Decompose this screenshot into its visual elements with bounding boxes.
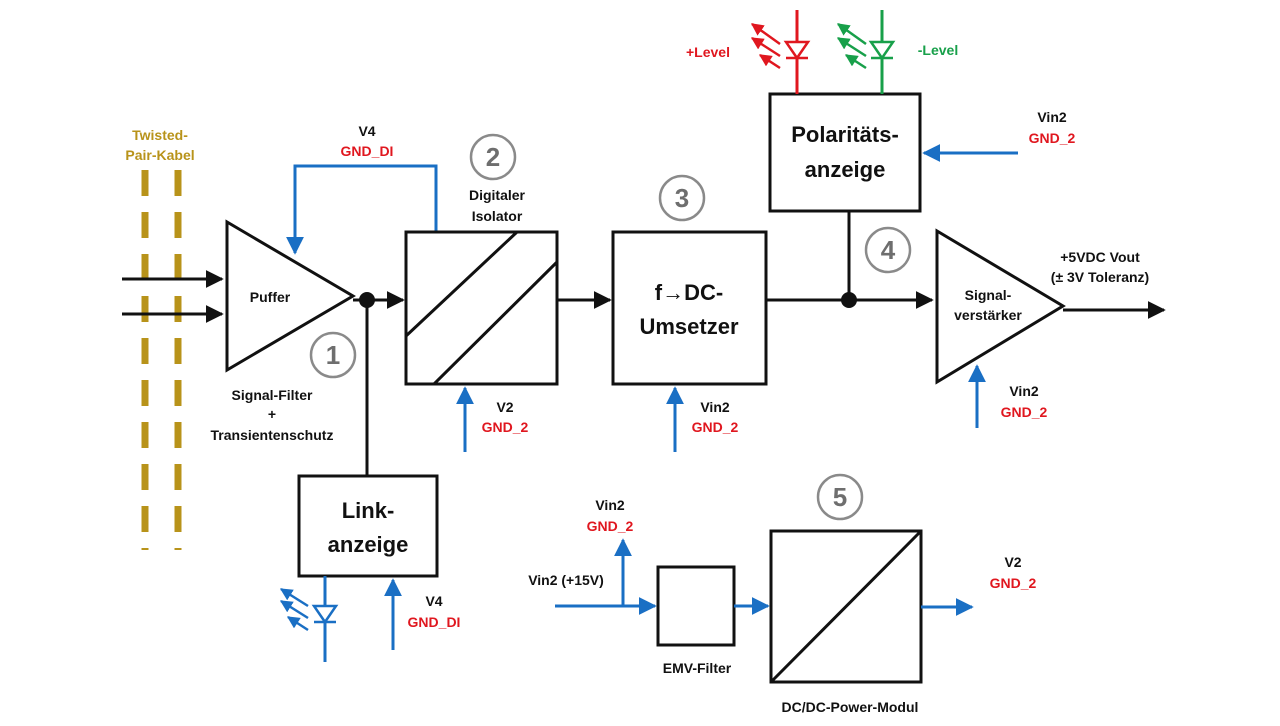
puffer-block: Puffer	[225, 219, 356, 373]
gnd2-fdc-label: GND_2	[692, 419, 739, 435]
svg-text:4: 4	[881, 235, 896, 265]
fdc-block: f→DC- Umsetzer	[611, 230, 768, 386]
link-label-1: Link-	[342, 498, 395, 523]
cable-label-line1: Twisted-	[132, 127, 188, 143]
polarity-block: Polaritäts- anzeige	[768, 92, 922, 213]
output-label-1: +5VDC Vout	[1060, 249, 1140, 265]
vin2-branch-label: Vin2	[595, 497, 625, 513]
number-2: 2	[469, 133, 517, 181]
twisted-pair-cable: Twisted- Pair-Kabel	[125, 127, 195, 550]
gnd2-polarity-label: GND_2	[1029, 130, 1076, 146]
puffer-label: Puffer	[250, 289, 291, 305]
cable-label-line2: Pair-Kabel	[125, 147, 194, 163]
vin2-polarity-label: Vin2	[1037, 109, 1067, 125]
gnd2-output-label: GND_2	[990, 575, 1037, 591]
number-3: 3	[658, 174, 706, 222]
svg-text:1: 1	[326, 340, 340, 370]
green-led-icon	[836, 10, 896, 94]
emv-filter-label: EMV-Filter	[663, 660, 732, 676]
gnd2-isolator-label: GND_2	[482, 419, 529, 435]
dcdc-block	[769, 529, 923, 684]
number-4: 4	[864, 226, 912, 274]
gnd2-branch-label: GND_2	[587, 518, 634, 534]
svg-text:5: 5	[833, 482, 847, 512]
polarity-label-1: Polaritäts-	[791, 122, 899, 147]
vin2-amplifier-label: Vin2	[1009, 383, 1039, 399]
output-label-2: (± 3V Toleranz)	[1051, 269, 1149, 285]
gnd-di-top-label: GND_DI	[341, 143, 394, 159]
signal-filter-label-1: Signal-Filter	[232, 387, 313, 403]
v4-supply-loop	[286, 164, 438, 255]
vin2-fdc-label: Vin2	[700, 399, 730, 415]
dcdc-label: DC/DC-Power-Modul	[782, 699, 919, 715]
emv-filter-block	[656, 565, 736, 647]
number-5: 5	[816, 473, 864, 521]
v2-output-label: V2	[1004, 554, 1021, 570]
v4-top-label: V4	[358, 123, 375, 139]
blue-led-icon	[279, 576, 339, 662]
polarity-label-2: anzeige	[805, 157, 886, 182]
v4-link-label: V4	[425, 593, 442, 609]
gnd-di-link-label: GND_DI	[408, 614, 461, 630]
minus-level-label: -Level	[918, 42, 958, 58]
signal-filter-label-3: Transientenschutz	[211, 427, 334, 443]
fdc-label-2: Umsetzer	[639, 314, 738, 339]
red-led-icon	[750, 10, 811, 94]
plus-level-label: +Level	[686, 44, 730, 60]
signal-filter-label-2: +	[268, 406, 276, 422]
link-block: Link- anzeige	[297, 474, 439, 578]
amplifier-label-2: verstärker	[954, 307, 1022, 323]
amplifier-block: Signal- verstärker	[935, 228, 1066, 385]
isolator-label-1: Digitaler	[469, 187, 526, 203]
isolator-label-2: Isolator	[472, 208, 523, 224]
gnd2-amplifier-label: GND_2	[1001, 404, 1048, 420]
isolator-block	[404, 230, 559, 386]
vin2-input-label: Vin2 (+15V)	[528, 572, 604, 588]
link-label-2: anzeige	[328, 532, 409, 557]
amplifier-label-1: Signal-	[965, 287, 1012, 303]
svg-text:3: 3	[675, 183, 689, 213]
number-1: 1	[309, 331, 357, 379]
v2-isolator-label: V2	[496, 399, 513, 415]
svg-text:2: 2	[486, 142, 500, 172]
fdc-label-1: f→DC-	[655, 280, 723, 305]
